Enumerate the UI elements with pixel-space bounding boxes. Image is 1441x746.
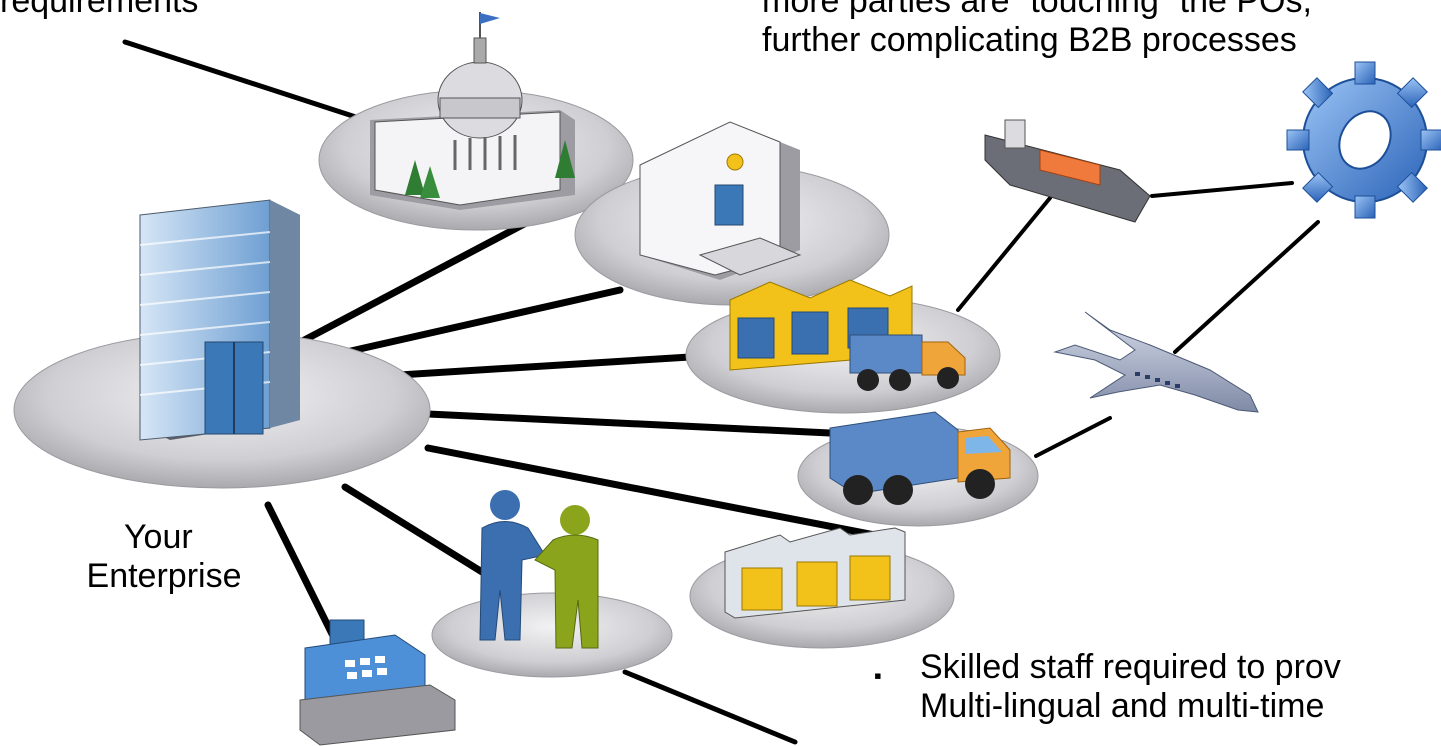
line-plane-gear bbox=[1173, 220, 1320, 354]
cash-register-icon bbox=[299, 619, 456, 746]
line-truck-plane bbox=[1034, 416, 1112, 458]
line-top-left-label bbox=[122, 39, 368, 123]
capitol-building-icon bbox=[370, 12, 575, 210]
platform-partners bbox=[431, 592, 673, 678]
enterprise-label-line-1: Your bbox=[124, 518, 193, 556]
line-enterprise-bank bbox=[316, 286, 624, 362]
bank-building-icon bbox=[639, 121, 802, 280]
line-enterprise-factory bbox=[424, 444, 894, 542]
line-enterprise-retail bbox=[264, 501, 339, 644]
line-enterprise-truck bbox=[424, 410, 834, 437]
line-partners-bottom bbox=[622, 669, 798, 745]
bullet-square-icon: ▪ bbox=[874, 663, 882, 688]
line-enterprise-government bbox=[291, 218, 532, 349]
office-building-icon bbox=[139, 199, 300, 441]
airplane-icon bbox=[1053, 311, 1259, 413]
gear-icon bbox=[1286, 61, 1441, 219]
warehouse-with-truck-icon bbox=[729, 279, 966, 391]
factory-icon bbox=[724, 527, 906, 619]
bottom-caption-line-1: Skilled staff required to prov bbox=[920, 648, 1341, 686]
delivery-truck-icon bbox=[829, 411, 1011, 505]
top-right-caption-line-2: further complicating B2B processes bbox=[762, 21, 1297, 59]
cargo-ship-icon bbox=[984, 119, 1151, 223]
line-ship-gear bbox=[1150, 181, 1294, 198]
enterprise-label-line-2: Enterprise bbox=[86, 557, 242, 595]
handshake-people-icon bbox=[479, 490, 599, 649]
bottom-caption-line-2: Multi-lingual and multi-time bbox=[920, 687, 1325, 725]
top-right-caption-line-1: more parties are “touching” the POs, bbox=[762, 0, 1312, 20]
top-left-caption: requirements bbox=[0, 0, 199, 20]
line-enterprise-partners bbox=[341, 483, 499, 584]
line-warehouse-ship bbox=[956, 196, 1052, 312]
